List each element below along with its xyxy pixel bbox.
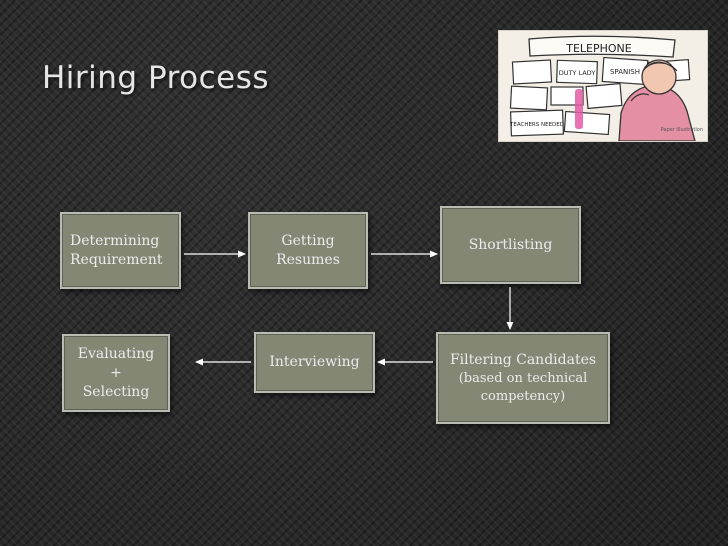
cartoon-sign-spanish: SPANISH bbox=[610, 68, 640, 76]
step-shortlisting: Shortlisting bbox=[440, 206, 581, 284]
telephone-cartoon-image: TELEPHONE DUTY LADY SPANISH TEACHERS NEE… bbox=[498, 30, 708, 142]
step-filtering-candidates: Filtering Candidates (based on technical… bbox=[436, 332, 610, 424]
step-filtering-line2: (based on technical bbox=[458, 370, 588, 386]
step-getting-line2: Resumes bbox=[276, 251, 340, 268]
step-evaluating-line2: + bbox=[110, 364, 122, 381]
step-determining-requirement: Determining Requirement bbox=[60, 212, 181, 289]
step-evaluating-selecting: Evaluating + Selecting bbox=[62, 334, 170, 412]
step-determining-line2: Requirement bbox=[70, 251, 163, 268]
cartoon-sign-duty-lady: DUTY LADY bbox=[559, 69, 596, 77]
step-getting-line1: Getting bbox=[281, 232, 335, 249]
step-evaluating-line3: Selecting bbox=[82, 383, 150, 400]
step-getting-resumes: Getting Resumes bbox=[248, 212, 368, 289]
step-shortlisting-line1: Shortlisting bbox=[468, 236, 553, 253]
step-filtering-line1: Filtering Candidates bbox=[449, 351, 597, 368]
step-evaluating-line1: Evaluating bbox=[77, 345, 155, 362]
cartoon-sign-telephone: TELEPHONE bbox=[565, 42, 632, 55]
step-filtering-line3: competency) bbox=[480, 388, 566, 404]
cartoon-sign-teachers: TEACHERS NEEDED bbox=[509, 122, 564, 128]
cartoon-drawing: TELEPHONE DUTY LADY SPANISH TEACHERS NEE… bbox=[499, 31, 707, 142]
step-determining-line1: Determining bbox=[70, 232, 160, 249]
cartoon-credit: Paper illustration bbox=[661, 127, 703, 133]
step-interviewing: Interviewing bbox=[254, 332, 375, 393]
step-interviewing-line1: Interviewing bbox=[269, 354, 360, 370]
slide-title: Hiring Process bbox=[42, 60, 270, 96]
